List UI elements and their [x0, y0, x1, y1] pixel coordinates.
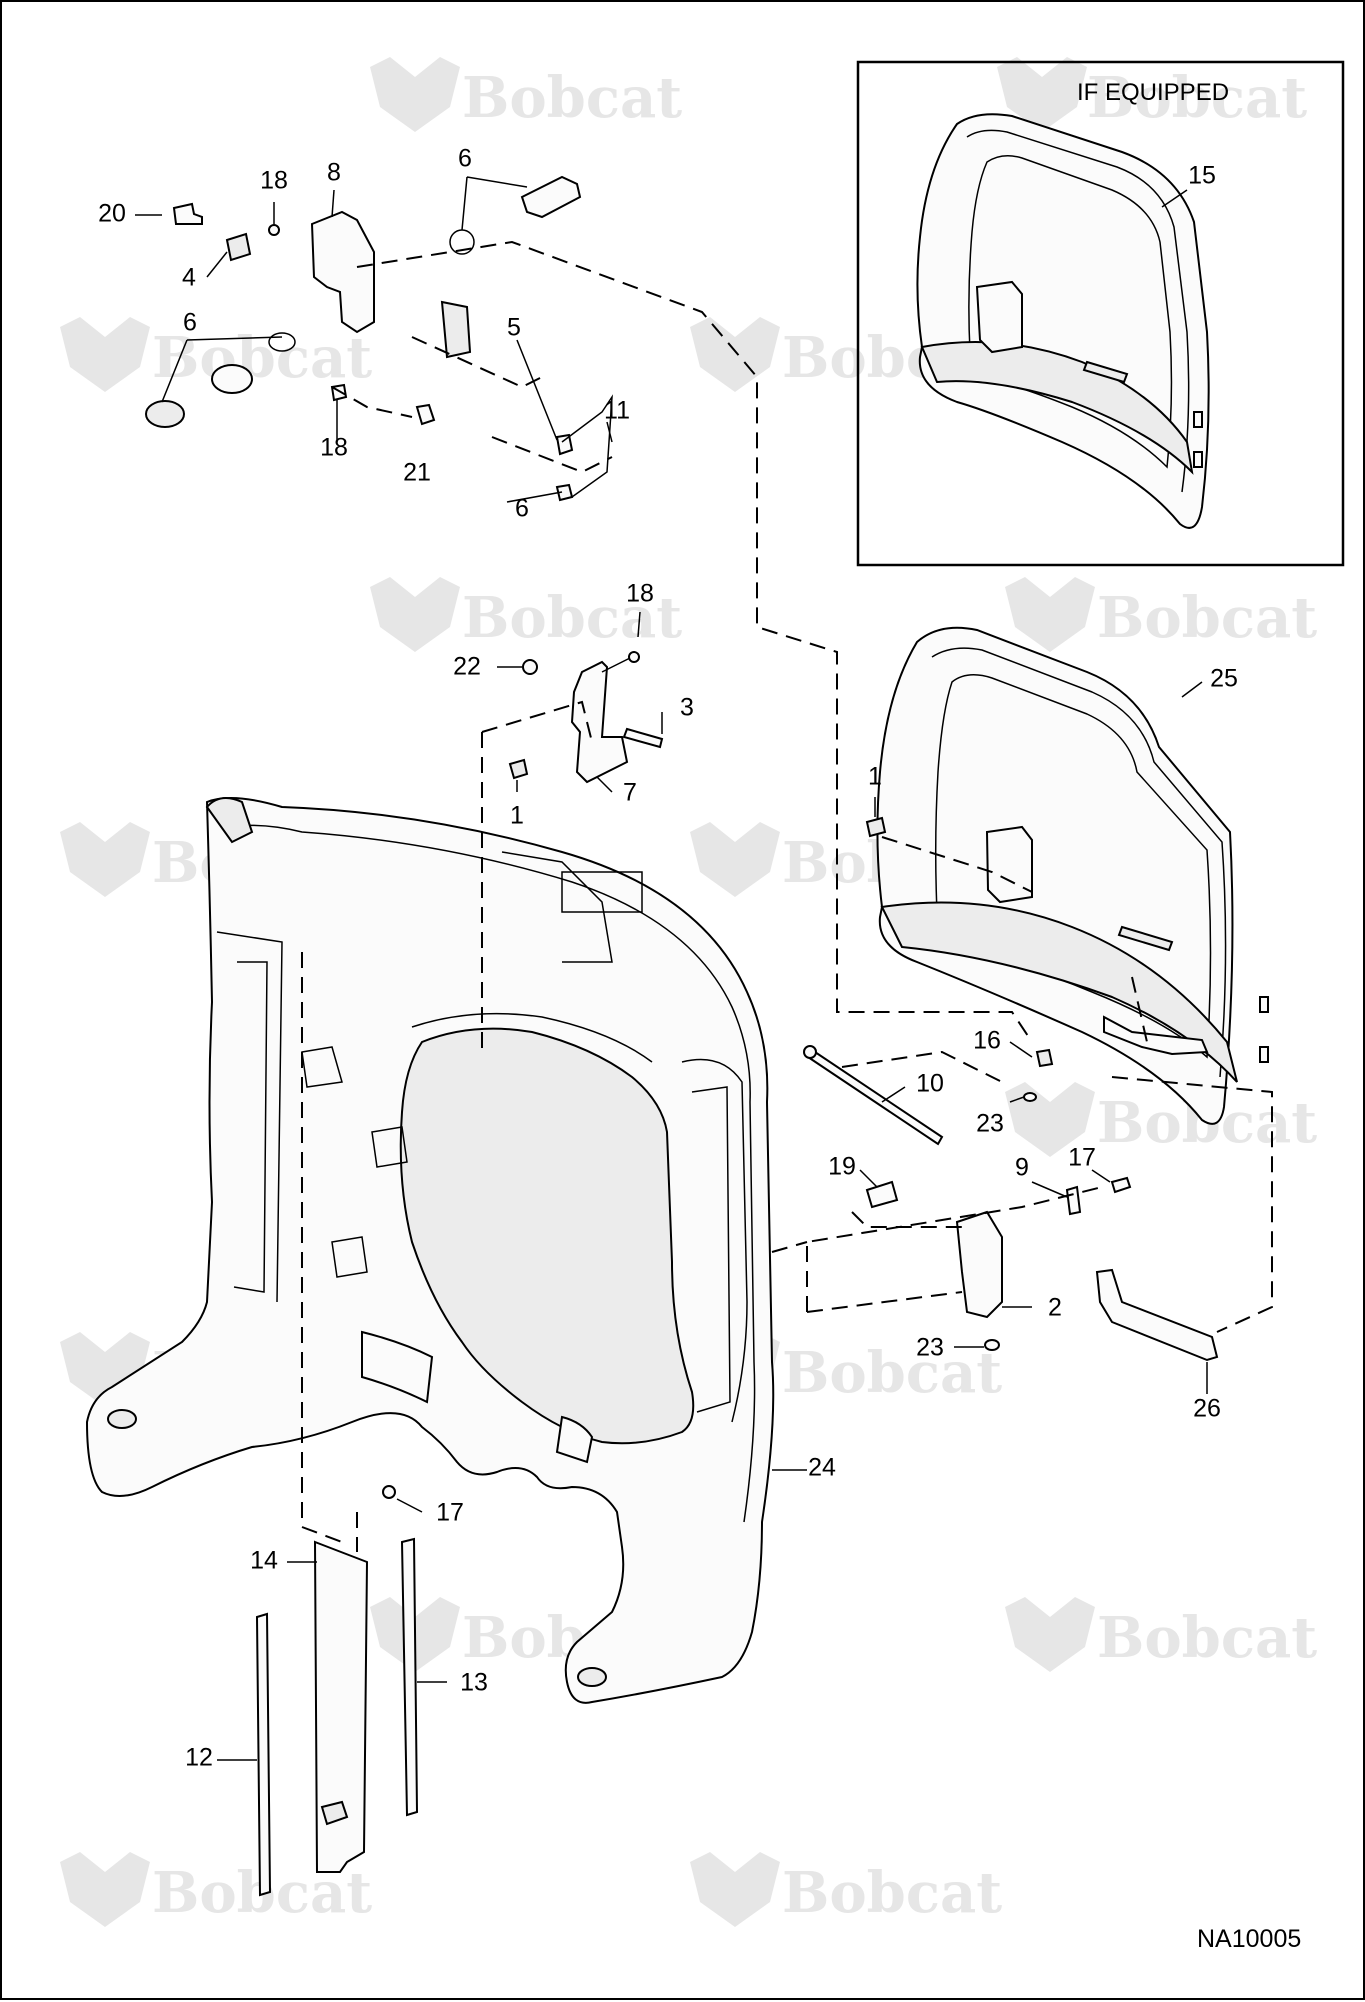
- inset-frame: [856, 60, 1345, 567]
- callout: 6: [183, 309, 197, 337]
- svg-text:Bobcat: Bobcat: [1097, 1605, 1317, 1671]
- callout: 9: [1015, 1154, 1029, 1182]
- cab-frame-24: [85, 797, 775, 1704]
- trim-strips: [255, 1485, 419, 1897]
- callout: 18: [320, 434, 348, 462]
- spacer-4: [225, 232, 252, 262]
- inset-if-equipped: IF EQUIPPED: [856, 60, 1345, 567]
- hinge-2: [955, 1210, 1003, 1319]
- leader-lines: [135, 176, 1208, 1761]
- clip-1b: [865, 816, 887, 838]
- plate-9: [1065, 1185, 1082, 1216]
- callout: 3: [680, 694, 694, 722]
- callout: 8: [327, 159, 341, 187]
- callout-numbers: 20 4 18 8 6 6 5 11 6 18 21 15 18 22 3 1 …: [98, 145, 1238, 1772]
- bolt-17: [1110, 1176, 1132, 1194]
- callout: 5: [507, 314, 521, 342]
- callout: 10: [916, 1070, 944, 1098]
- window-15: [916, 113, 1210, 529]
- callout: 18: [260, 167, 288, 195]
- bolt-19: [865, 1180, 899, 1209]
- svg-text:Bobcat: Bobcat: [1087, 65, 1307, 131]
- callout: 14: [250, 1547, 278, 1575]
- svg-text:Bobcat: Bobcat: [152, 325, 372, 391]
- callout: 1: [868, 763, 882, 791]
- callout: 12: [185, 1744, 213, 1772]
- callout: 22: [453, 653, 481, 681]
- callout: 23: [916, 1334, 944, 1362]
- seal-14: [313, 1540, 369, 1873]
- strip-12: [255, 1612, 272, 1897]
- svg-text:Bobcat: Bobcat: [462, 65, 682, 131]
- bracket-8: [310, 210, 375, 334]
- callout: 17: [1068, 1144, 1096, 1172]
- callout: 26: [1193, 1395, 1221, 1423]
- callout: 19: [828, 1153, 856, 1181]
- hardware-cluster-middle: [508, 651, 1219, 1362]
- washer-16: [1035, 1048, 1054, 1068]
- assembly-lines: [301, 240, 1273, 1552]
- bracket-26: [1095, 1268, 1219, 1362]
- bolt-17b: [382, 1485, 396, 1499]
- callout: 16: [973, 1027, 1001, 1055]
- callout: 18: [626, 580, 654, 608]
- bracket-top-25: [1103, 1015, 1209, 1056]
- callout: 4: [182, 264, 196, 292]
- callout: 21: [403, 459, 431, 487]
- callout: 2: [1048, 1294, 1062, 1322]
- callout: 6: [515, 495, 529, 523]
- latch-5: [440, 300, 472, 359]
- hardware-cluster-top: [145, 175, 613, 502]
- callout: 17: [436, 1499, 464, 1527]
- pin-3: [622, 727, 664, 749]
- callout: 23: [976, 1110, 1004, 1138]
- callout: 15: [1188, 162, 1216, 190]
- bracket-7: [570, 660, 629, 784]
- callout: 13: [460, 1669, 488, 1697]
- svg-text:Bobcat: Bobcat: [782, 1340, 1002, 1406]
- inset-label: IF EQUIPPED: [1077, 79, 1229, 106]
- callout: 25: [1210, 665, 1238, 693]
- drawing-code: NA10005: [1197, 1925, 1301, 1953]
- callout: 11: [604, 397, 630, 425]
- callout: 6: [458, 145, 472, 173]
- window-25: [876, 626, 1269, 1125]
- bolt-20: [172, 202, 203, 225]
- svg-text:Bobcat: Bobcat: [782, 1860, 1002, 1926]
- callout: 20: [98, 200, 126, 228]
- switch-6: [520, 175, 582, 219]
- callout: 24: [808, 1454, 836, 1482]
- callout: 1: [510, 802, 524, 830]
- strip-13: [400, 1537, 419, 1817]
- clip-1: [508, 758, 529, 780]
- svg-text:Bobcat: Bobcat: [1097, 585, 1317, 651]
- svg-text:Bobcat: Bobcat: [462, 585, 682, 651]
- callout: 7: [623, 779, 637, 807]
